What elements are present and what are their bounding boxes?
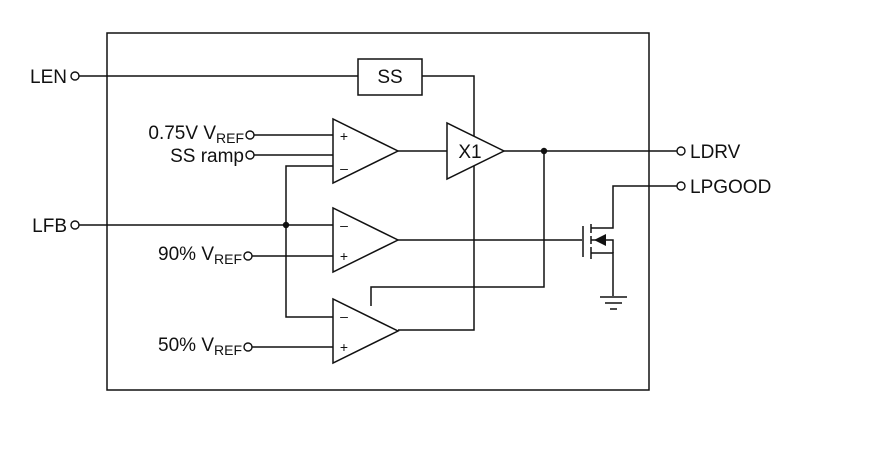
- ref90-label: 90% VREF: [158, 244, 242, 267]
- ref90-node: [243, 251, 253, 261]
- amp1-minus-sign: –: [340, 160, 348, 176]
- ldrv-label: LDRV: [690, 142, 741, 163]
- buffer-label: X1: [458, 142, 481, 163]
- wire-fb-amp3: [285, 225, 333, 318]
- ss-label: SS: [377, 67, 402, 88]
- buffer-x1: X1: [446, 121, 506, 181]
- cmp2-minus-sign: –: [340, 217, 348, 233]
- amp1-plus-sign: +: [340, 128, 348, 144]
- ref50-prefix: 50% V: [158, 335, 214, 356]
- ssramp-node: [245, 150, 255, 160]
- lpgood-pin: [676, 181, 686, 191]
- ground-icon: [600, 296, 627, 310]
- lfb-label: LFB: [32, 216, 67, 237]
- wire-ss-out: [398, 75, 475, 331]
- ref90-prefix: 90% V: [158, 244, 214, 265]
- ref50-label: 50% VREF: [158, 335, 242, 358]
- lpgood-label: LPGOOD: [690, 177, 771, 198]
- comparator-2: – +: [332, 206, 400, 274]
- cmp3-minus-sign: –: [340, 308, 348, 324]
- ldrv-pin: [676, 146, 686, 156]
- amplifier-1: + –: [332, 117, 400, 185]
- comparator-3: – +: [332, 297, 400, 365]
- ssramp-label: SS ramp: [170, 146, 244, 167]
- ref075-subscript: REF: [216, 130, 244, 146]
- cmp3-plus-sign: +: [340, 339, 348, 355]
- wire-fb-amp1: [285, 165, 333, 225]
- chip-outline: [106, 32, 650, 391]
- len-pin: [70, 71, 80, 81]
- ref50-node: [243, 342, 253, 352]
- len-label: LEN: [30, 67, 67, 88]
- ref90-subscript: REF: [214, 251, 242, 267]
- ref50-subscript: REF: [214, 342, 242, 358]
- junction-ldrv: [540, 147, 548, 155]
- cmp2-plus-sign: +: [340, 248, 348, 264]
- ss-block: SS: [357, 58, 423, 96]
- nmos-transistor: [582, 185, 677, 296]
- wire-ldrv-loop: [370, 151, 545, 306]
- ref075-label: 0.75V VREF: [148, 123, 244, 146]
- lfb-pin: [70, 220, 80, 230]
- ref075-prefix: 0.75V V: [148, 123, 216, 144]
- ref075-node: [245, 130, 255, 140]
- junction-lfb: [282, 221, 290, 229]
